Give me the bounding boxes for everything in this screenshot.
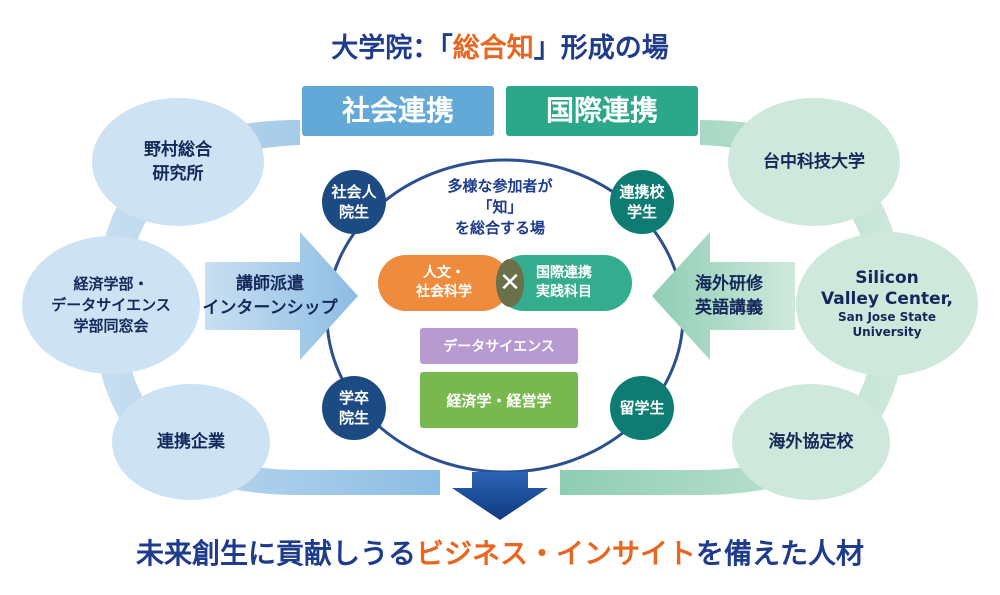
participant-international: 留学生 [610, 376, 674, 440]
field-data-science: データサイエンス [420, 328, 578, 364]
left-arrow-label: 講師派遣 インターンシップ [202, 274, 338, 318]
bottom-accent: ビジネス・インサイト [415, 537, 696, 570]
page-title: 大学院：「総合知」形成の場 [0, 26, 1000, 65]
tab-international-collaboration: 国際連携 [506, 86, 698, 136]
partner-silicon-valley: Silicon Valley Center, San Jose State Un… [796, 232, 978, 376]
overlap-lens [496, 259, 524, 307]
participant-graduates: 学卒 院生 [322, 376, 386, 440]
left-arrow-shape [205, 232, 358, 360]
center-caption: 多様な参加者が 「知」 を総合する場 [447, 177, 553, 237]
right-arrow-shape [652, 232, 795, 360]
title-accent: 総合知 [452, 33, 534, 64]
partner-nomura: 野村総合 研究所 [92, 98, 264, 226]
bottom-post: を備えた人材 [696, 537, 865, 570]
title-post: 」形成の場 [533, 33, 669, 64]
participant-working-students: 社会人 院生 [322, 170, 386, 234]
partner-taichung: 台中科技大学 [728, 98, 900, 226]
bottom-pre: 未来創生に貢献しうる [135, 537, 416, 570]
partner-alumni: 経済学部・ データサイエンス 学部同窓会 [22, 236, 200, 374]
right-arrow-label: 海外研修 英語講義 [695, 274, 763, 318]
partner-overseas: 海外協定校 [732, 384, 890, 500]
title-pre: 大学院：「 [331, 33, 453, 64]
partner-companies: 連携企業 [112, 384, 270, 500]
bottom-statement: 未来創生に貢献しうるビジネス・インサイトを備えた人材 [0, 532, 1000, 572]
field-economics: 経済学・経営学 [420, 372, 578, 428]
silicon-valley-label: Silicon Valley Center, [821, 268, 953, 309]
cross-icon: ✕ [499, 268, 521, 298]
sjsu-label: San Jose State University [838, 310, 936, 339]
participant-partner-students: 連携校 学生 [610, 170, 674, 234]
field-humanities: 人文・ 社会科学 [378, 255, 510, 311]
tab-social-collaboration: 社会連携 [302, 86, 494, 136]
down-arrow-shape [452, 472, 548, 520]
